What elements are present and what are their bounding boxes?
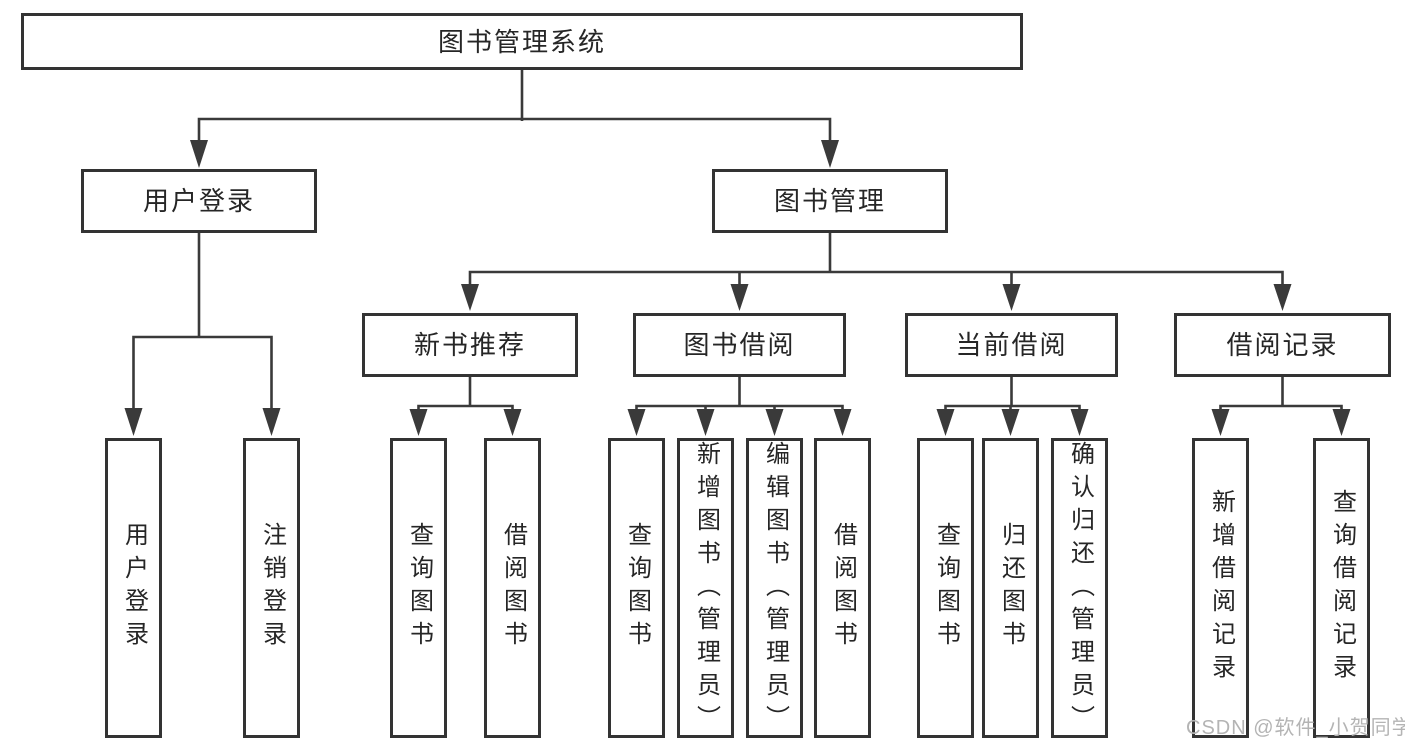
leaf-query-books-borrow: 查询图书 [608, 438, 665, 738]
leaf-return-books: 归还图书 [982, 438, 1039, 738]
leaf-query-borrow-record: 查询借阅记录 [1313, 438, 1370, 738]
node-user-login: 用户登录 [81, 169, 317, 233]
node-current-borrow-label: 当前借阅 [955, 330, 1068, 360]
level1-rail [197, 117, 832, 142]
leaf-query-books-current-label: 查询图书 [932, 522, 960, 654]
borrow-record-rail [1219, 404, 1343, 411]
node-root: 图书管理系统 [21, 13, 1023, 70]
leaf-borrow-books: 借阅图书 [814, 438, 871, 738]
leaf-query-borrow-record-label: 查询借阅记录 [1328, 489, 1356, 687]
arrow-icon [1211, 409, 1230, 436]
leaf-query-books-current: 查询图书 [917, 438, 974, 738]
arrow-icon [190, 140, 208, 168]
node-book-management: 图书管理 [712, 169, 948, 233]
arrow-icon [627, 409, 646, 436]
leaf-confirm-return-admin: 确认归还（管理员） [1051, 438, 1108, 738]
arrow-icon [262, 408, 281, 436]
node-borrow-records-label: 借阅记录 [1226, 330, 1339, 360]
leaf-borrow-books-newbook-label: 借阅图书 [499, 522, 527, 654]
leaf-edit-books-admin-label: 编辑图书（管理员） [761, 441, 789, 738]
arrow-icon [1001, 409, 1020, 436]
leaf-add-borrow-record: 新增借阅记录 [1192, 438, 1249, 738]
node-user-login-label: 用户登录 [142, 186, 255, 216]
leaf-borrow-books-newbook: 借阅图书 [484, 438, 541, 738]
arrow-icon [696, 409, 715, 436]
leaf-user-login-label: 用户登录 [120, 522, 148, 654]
node-current-borrow: 当前借阅 [905, 313, 1118, 377]
node-book-management-label: 图书管理 [773, 186, 886, 216]
arrow-icon [461, 284, 479, 311]
node-new-book-recommend: 新书推荐 [362, 313, 578, 377]
leaf-query-books-borrow-label: 查询图书 [623, 522, 651, 654]
leaf-add-books-admin-label: 新增图书（管理员） [692, 441, 720, 738]
leaf-add-borrow-record-label: 新增借阅记录 [1207, 489, 1235, 687]
arrow-icon [936, 409, 955, 436]
arrow-icon [730, 284, 749, 311]
leaf-confirm-return-admin-label: 确认归还（管理员） [1066, 441, 1094, 738]
arrow-icon [765, 409, 784, 436]
leaf-logout: 注销登录 [243, 438, 300, 738]
arrow-icon [1002, 284, 1021, 311]
leaf-return-books-label: 归还图书 [997, 522, 1025, 654]
book-borrow-rail [635, 404, 844, 411]
arrow-icon [124, 408, 143, 436]
new-book-rail [417, 404, 514, 411]
node-root-label: 图书管理系统 [437, 26, 606, 57]
leaf-query-books-newbook: 查询图书 [390, 438, 447, 738]
level2-stems [468, 377, 1284, 406]
arrow-icon [409, 409, 428, 436]
arrow-icon [503, 409, 522, 436]
leaf-logout-label: 注销登录 [258, 522, 286, 654]
arrow-icon [821, 140, 839, 168]
leaf-user-login: 用户登录 [105, 438, 162, 738]
arrow-icon [1273, 284, 1292, 311]
arrow-icon [1070, 409, 1089, 436]
arrow-icon [1332, 409, 1351, 436]
leaf-borrow-books-label: 借阅图书 [829, 522, 857, 654]
level2-rail [468, 270, 1284, 286]
arrow-icon [833, 409, 852, 436]
node-borrow-records: 借阅记录 [1174, 313, 1391, 377]
watermark-text: CSDN @软件_小贺同学 [1186, 717, 1405, 739]
node-book-borrow-label: 图书借阅 [683, 330, 796, 360]
node-book-borrow: 图书借阅 [633, 313, 846, 377]
leaf-query-books-newbook-label: 查询图书 [405, 522, 433, 654]
node-new-book-recommend-label: 新书推荐 [413, 330, 526, 360]
user-login-rail [132, 335, 273, 410]
leaf-edit-books-admin: 编辑图书（管理员） [746, 438, 803, 738]
leaf-add-books-admin: 新增图书（管理员） [677, 438, 734, 738]
